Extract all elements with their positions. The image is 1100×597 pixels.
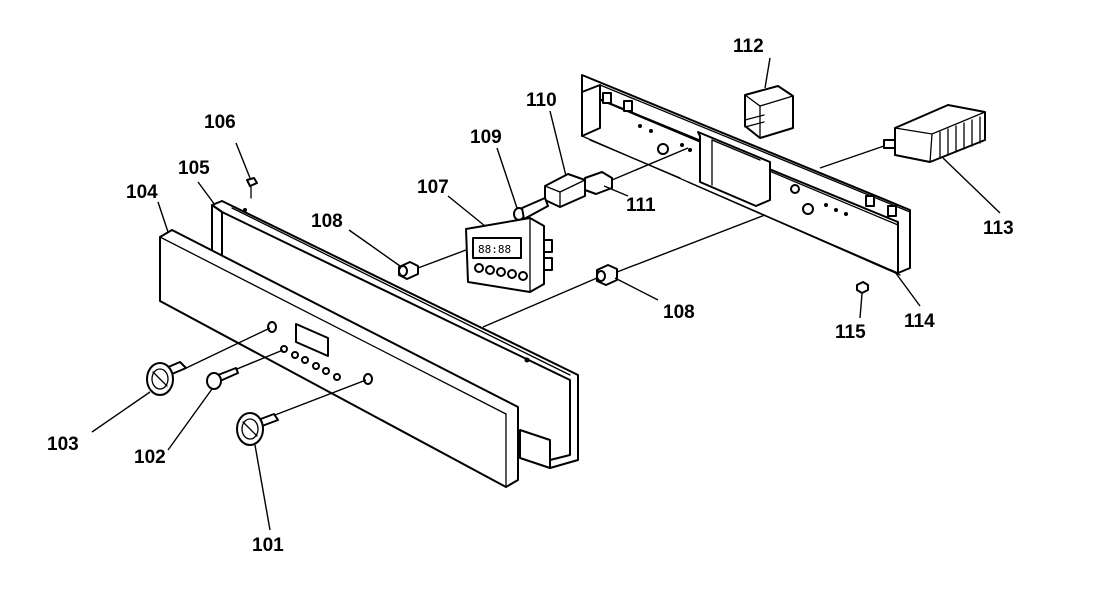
bushing-108-right: [482, 214, 766, 328]
bushing-108-left: [398, 249, 467, 280]
clock-display-readout: 88:88: [478, 243, 511, 256]
callout-104: 104: [126, 182, 158, 203]
fascia-panel-104: [159, 229, 519, 488]
switch-112: [744, 85, 794, 139]
callout-113: 113: [983, 218, 1014, 239]
callout-102: 102: [134, 447, 166, 468]
control-knob-103: [146, 327, 271, 396]
callout-107: 107: [417, 177, 449, 198]
callout-115: 115: [835, 322, 866, 343]
callout-labels: 101 102 103 104 105 106 107 108 108 109 …: [47, 36, 1014, 556]
callout-101: 101: [252, 535, 284, 556]
control-knob-101: [236, 379, 367, 446]
callout-112: 112: [733, 36, 764, 57]
callout-103: 103: [47, 434, 79, 455]
callout-109: 109: [470, 127, 502, 148]
callout-108-left: 108: [311, 211, 343, 232]
mounting-bracket-114: [581, 74, 911, 276]
selector-switch-113: [819, 104, 986, 169]
push-button-102: [206, 349, 284, 390]
switch-assembly-110: [544, 147, 689, 208]
clip-115: [856, 281, 869, 294]
screw-106: [246, 177, 258, 199]
clock-module-107: 88:88: [465, 217, 553, 293]
callout-110: 110: [526, 90, 557, 111]
callout-leaders: [91, 57, 1001, 531]
callout-108-right: 108: [663, 302, 695, 323]
callout-114: 114: [904, 311, 935, 332]
callout-111: 111: [626, 195, 656, 216]
screw-109: [513, 197, 549, 221]
callout-105: 105: [178, 158, 210, 179]
callout-106: 106: [204, 112, 236, 133]
